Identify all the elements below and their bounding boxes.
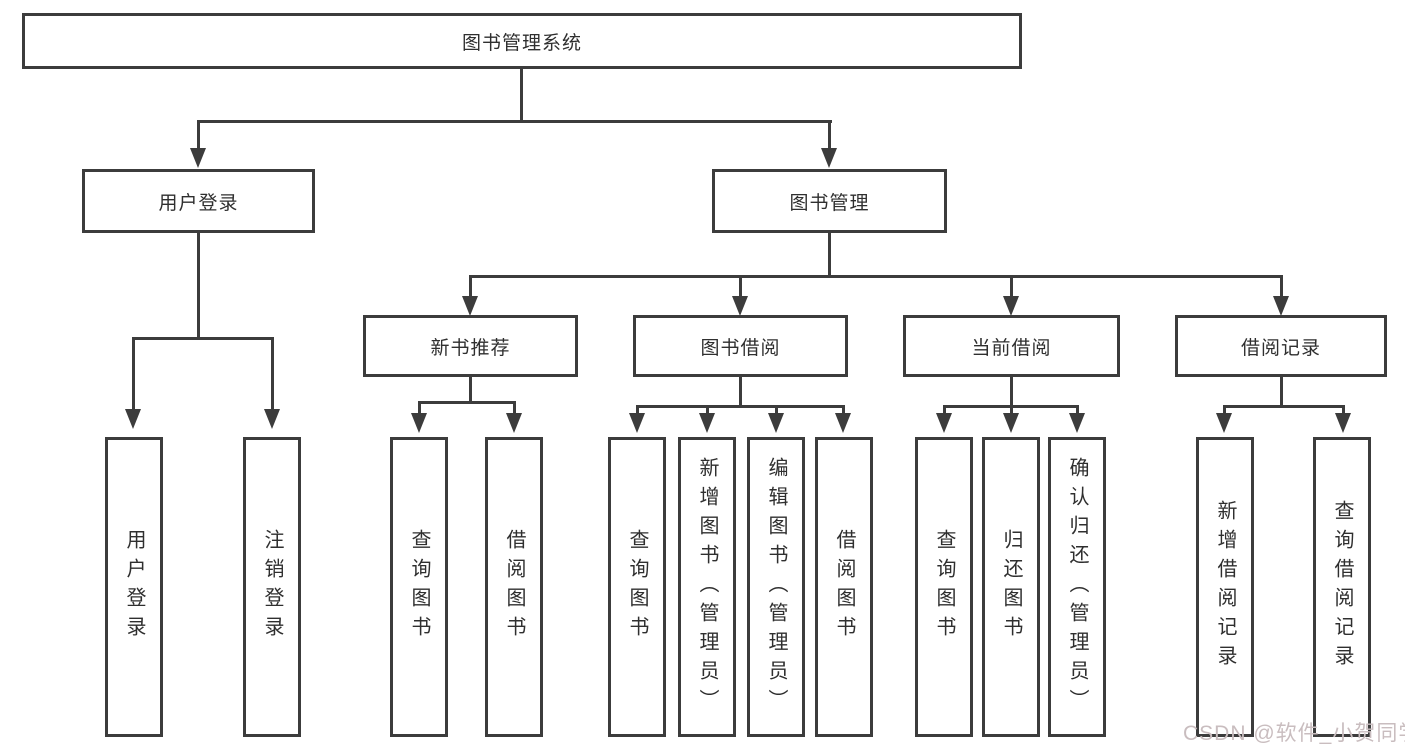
connector-arrow-stem: [1342, 405, 1345, 414]
node-user-login: 用户登录: [82, 169, 315, 233]
connector-stem: [739, 377, 742, 408]
node-label: 编辑图书（管理员）: [765, 456, 787, 718]
arrowhead-down-icon: [1216, 413, 1232, 433]
connector-splitter: [636, 405, 845, 408]
node-label: 查询图书: [626, 529, 648, 645]
node-label: 借阅图书: [833, 529, 855, 645]
csdn-watermark: CSDN @软件_小贺同学: [1183, 722, 1405, 745]
connector-user-login-splitter: [132, 337, 274, 340]
arrowhead-down-icon: [1335, 413, 1351, 433]
node-label: 查询借阅记录: [1331, 500, 1353, 674]
connector-arrow-stem: [1076, 405, 1079, 414]
connector-arrow-stem: [842, 405, 845, 414]
leaf-user-login: 用户登录: [105, 437, 163, 737]
node-label: 用户登录: [158, 192, 239, 214]
connector-stem: [469, 377, 472, 404]
arrowhead-down-icon: [1003, 413, 1019, 433]
connector-arrow-stem: [706, 405, 709, 414]
connector-arrow-stem: [469, 275, 472, 297]
node-label: 确认归还（管理员）: [1066, 456, 1088, 718]
connector-root-stem: [520, 69, 523, 120]
connector-arrow-stem: [739, 275, 742, 297]
connector-arrow-stem: [943, 405, 946, 414]
leaf-recommend-query-books: 查询图书: [390, 437, 448, 737]
connector-arrow-stem: [418, 401, 421, 414]
connector-stem: [1010, 377, 1013, 408]
connector-level2-splitter: [197, 120, 832, 123]
node-book-management: 图书管理: [712, 169, 947, 233]
node-label: 图书管理: [789, 192, 870, 214]
arrowhead-down-icon: [699, 413, 715, 433]
leaf-logout: 注销登录: [243, 437, 301, 737]
arrowhead-down-icon: [264, 409, 280, 429]
node-label: 新增借阅记录: [1214, 500, 1236, 674]
leaf-borrow-query-books: 查询图书: [608, 437, 666, 737]
connector-user-login-stem: [197, 233, 200, 340]
arrowhead-down-icon: [1003, 296, 1019, 316]
arrowhead-down-icon: [629, 413, 645, 433]
node-library-management-system: 图书管理系统: [22, 13, 1022, 69]
connector-arrow-stem: [1010, 275, 1013, 297]
leaf-return-books: 归还图书: [982, 437, 1040, 737]
connector-stem: [1280, 377, 1283, 408]
node-current-borrowing: 当前借阅: [903, 315, 1120, 377]
arrowhead-down-icon: [411, 413, 427, 433]
node-new-book-recommendation: 新书推荐: [363, 315, 578, 377]
node-label: 注销登录: [261, 529, 283, 645]
leaf-confirm-return-admin: 确认归还（管理员）: [1048, 437, 1106, 737]
node-label: 图书管理系统: [461, 32, 582, 54]
node-borrowing-records: 借阅记录: [1175, 315, 1387, 377]
node-label: 查询图书: [408, 529, 430, 645]
connector-arrow-stem: [132, 337, 135, 410]
arrowhead-down-icon: [506, 413, 522, 433]
leaf-add-books-admin: 新增图书（管理员）: [678, 437, 736, 737]
connector-arrow-stem: [828, 120, 831, 149]
node-label: 归还图书: [1000, 529, 1022, 645]
leaf-recommend-borrow-books: 借阅图书: [485, 437, 543, 737]
leaf-edit-books-admin: 编辑图书（管理员）: [747, 437, 805, 737]
leaf-add-borrow-record: 新增借阅记录: [1196, 437, 1254, 737]
arrowhead-down-icon: [462, 296, 478, 316]
arrowhead-down-icon: [768, 413, 784, 433]
node-label: 图书借阅: [700, 337, 781, 359]
connector-book-mgmt-stem: [828, 233, 831, 278]
leaf-borrow-books: 借阅图书: [815, 437, 873, 737]
connector-arrow-stem: [775, 405, 778, 414]
arrowhead-down-icon: [936, 413, 952, 433]
connector-level3-splitter: [469, 275, 1283, 278]
leaf-current-query-books: 查询图书: [915, 437, 973, 737]
connector-arrow-stem: [1280, 275, 1283, 297]
node-label: 当前借阅: [971, 337, 1052, 359]
connector-arrow-stem: [197, 120, 200, 149]
node-label: 用户登录: [123, 529, 145, 645]
connector-arrow-stem: [636, 405, 639, 414]
node-label: 新增图书（管理员）: [696, 456, 718, 718]
node-label: 借阅记录: [1240, 337, 1321, 359]
arrowhead-down-icon: [1069, 413, 1085, 433]
connector-splitter: [1223, 405, 1345, 408]
arrowhead-down-icon: [821, 148, 837, 168]
connector-splitter: [418, 401, 516, 404]
arrowhead-down-icon: [125, 409, 141, 429]
arrowhead-down-icon: [835, 413, 851, 433]
connector-arrow-stem: [271, 337, 274, 410]
connector-arrow-stem: [1223, 405, 1226, 414]
connector-arrow-stem: [513, 401, 516, 414]
arrowhead-down-icon: [190, 148, 206, 168]
connector-arrow-stem: [1010, 405, 1013, 414]
arrowhead-down-icon: [732, 296, 748, 316]
leaf-query-borrow-record: 查询借阅记录: [1313, 437, 1371, 737]
arrowhead-down-icon: [1273, 296, 1289, 316]
node-label: 查询图书: [933, 529, 955, 645]
node-label: 新书推荐: [430, 337, 511, 359]
node-book-borrowing: 图书借阅: [633, 315, 848, 377]
node-label: 借阅图书: [503, 529, 525, 645]
